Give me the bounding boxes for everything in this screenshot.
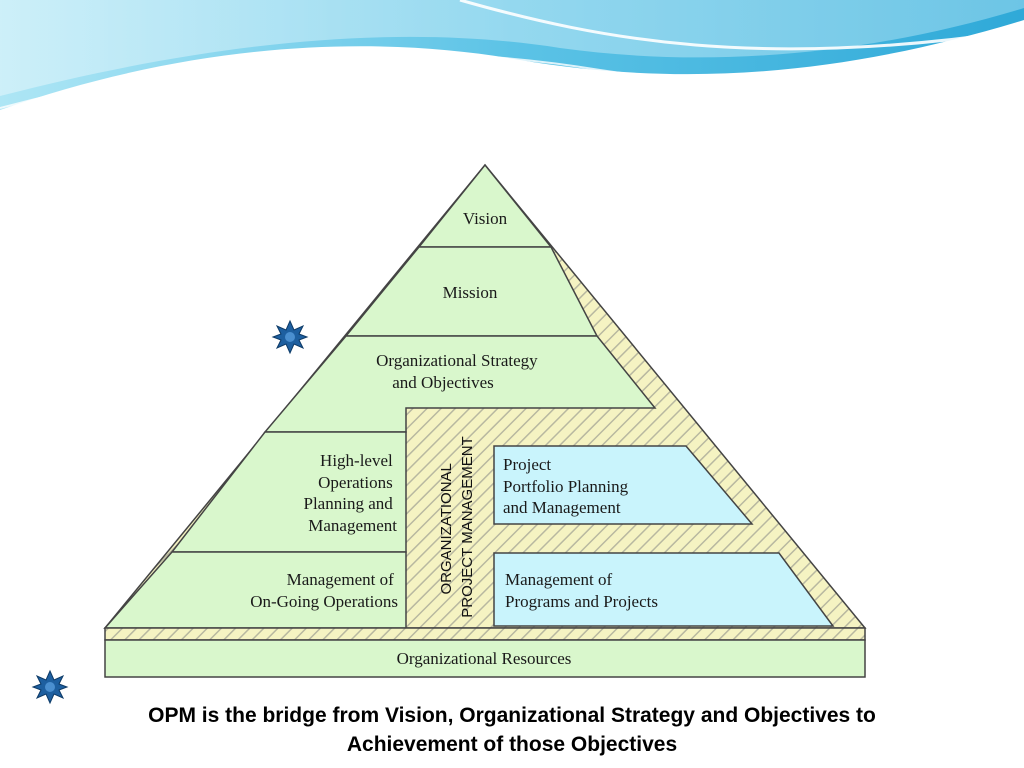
strategy-label: Organizational Strategy and Objectives — [376, 351, 542, 392]
hatched-base-strip — [104, 627, 866, 641]
resources-label: Organizational Resources — [397, 649, 572, 668]
vision-label: Vision — [463, 209, 508, 228]
vision-tier — [417, 163, 553, 248]
portfolio-box — [493, 445, 754, 525]
caption-line-1: OPM is the bridge from Vision, Organizat… — [148, 704, 876, 727]
programs-label: Management of Programs and Projects — [505, 570, 658, 611]
operations-label: High-level Operations Planning and Manag… — [304, 451, 398, 535]
slide-caption: OPM is the bridge from Vision, Organizat… — [40, 701, 984, 759]
star-bullet-icon — [31, 669, 69, 705]
caption-line-2: Achievement of those Objectives — [346, 733, 678, 756]
opm-vertical-label: ORGANIZATIONAL PROJECT MANAGEMENT — [438, 436, 476, 617]
star-bullet-icon — [271, 319, 309, 355]
ongoing-operations-label: Management of On-Going Operations — [250, 570, 398, 611]
programs-box — [493, 552, 835, 627]
mission-label: Mission — [443, 283, 498, 302]
portfolio-label: Project Portfolio Planning and Managemen… — [503, 455, 632, 517]
resources-base — [104, 639, 866, 678]
ongoing-operations-tier — [103, 551, 407, 629]
